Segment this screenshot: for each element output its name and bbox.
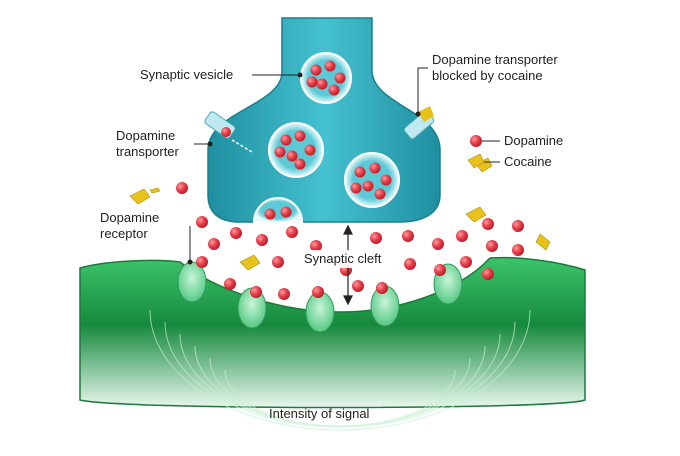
label-dopamine-receptor-2: receptor [100,226,148,241]
postsynaptic-neuron [79,256,586,409]
label-intensity-of-signal: Intensity of signal [269,406,370,421]
leader-lines [187,67,500,265]
vesicle [344,152,400,208]
label-transporter-blocked-1: Dopamine transporter [432,52,558,67]
label-dopamine-transporter-1: Dopamine [116,128,175,143]
transporter-right [403,106,435,140]
label-transporter-blocked-2: blocked by cocaine [432,68,543,83]
presynaptic-terminal [207,17,441,223]
cleft-arrow [343,224,353,306]
transporter-left [204,111,253,153]
label-dopamine-receptor-1: Dopamine [100,210,159,225]
label-dopamine-transporter-2: transporter [116,144,180,159]
dopamine-receptors [177,261,463,333]
receptor [177,261,207,303]
legend-cocaine-marker [467,153,485,169]
vesicle-dopamine [264,60,392,220]
legend-cocaine-label: Cocaine [504,154,552,169]
legend-dopamine-marker [470,135,482,147]
cleft-label-bg [300,250,398,268]
label-synaptic-cleft: Synaptic cleft [304,251,382,266]
signal-ripples [149,309,531,431]
cleft-dopamine [176,182,524,300]
receptor [305,291,335,333]
label-synaptic-vesicle: Synaptic vesicle [140,67,233,82]
legend-dopamine-label: Dopamine [504,133,563,148]
